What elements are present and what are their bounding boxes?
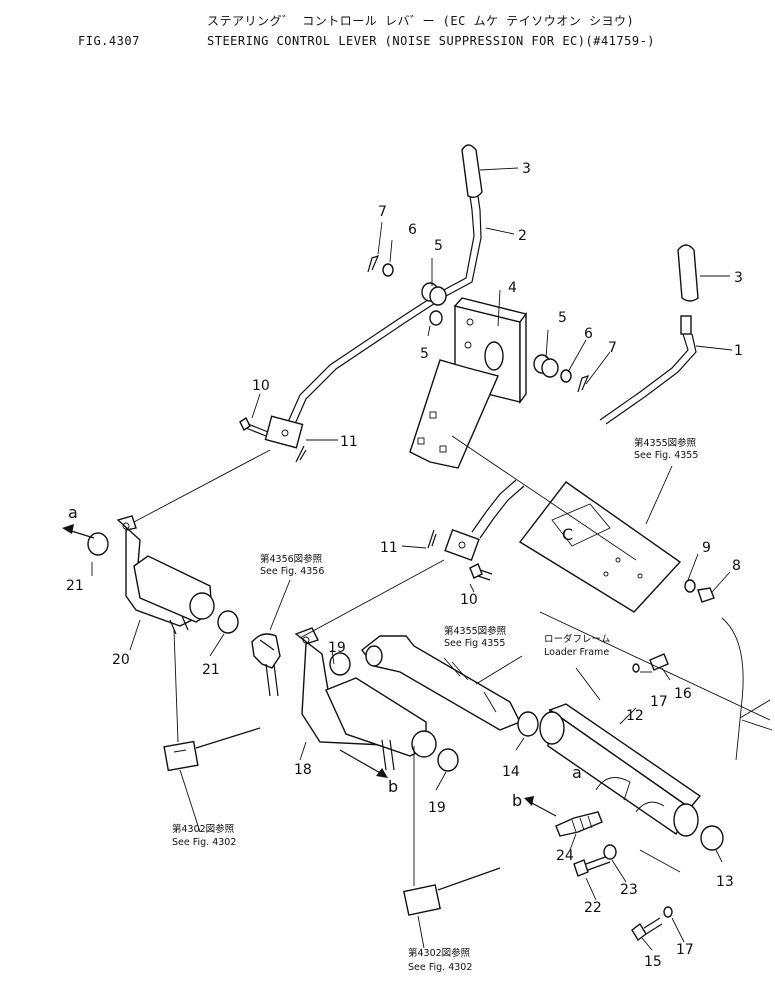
svg-text:C: C bbox=[562, 525, 573, 544]
ref-4355-top-jp: 第4355図参照 bbox=[634, 437, 697, 449]
label-1: 1 bbox=[734, 343, 743, 359]
label-19-bottom: 19 bbox=[428, 800, 446, 816]
nut-23 bbox=[603, 844, 617, 860]
label-22: 22 bbox=[584, 900, 602, 916]
loader-frame-jp: ローダフレーム bbox=[544, 633, 610, 645]
label-15: 15 bbox=[644, 954, 662, 970]
letter-a-left: a bbox=[68, 503, 78, 522]
arrow-a-left bbox=[62, 524, 95, 539]
label-12: 12 bbox=[626, 708, 644, 724]
letter-b-center: b bbox=[388, 777, 398, 796]
leader-lines bbox=[91, 167, 733, 951]
bushing-21-left bbox=[87, 532, 109, 556]
label-23: 23 bbox=[620, 882, 638, 898]
ref-4302-bottom-jp: 第4302図参照 bbox=[408, 947, 471, 959]
pin-lower bbox=[427, 529, 437, 549]
loader-frame-en: Loader Frame bbox=[544, 647, 609, 658]
figure-number: FIG.4307 bbox=[78, 34, 140, 48]
label-8: 8 bbox=[732, 558, 741, 574]
label-13: 13 bbox=[716, 874, 734, 890]
label-4: 4 bbox=[508, 280, 517, 296]
label-2: 2 bbox=[518, 228, 527, 244]
label-24: 24 bbox=[556, 848, 574, 864]
arrow-b-right bbox=[524, 796, 557, 817]
label-10-a: 10 bbox=[252, 378, 270, 394]
bolt-lower bbox=[469, 563, 493, 581]
crank-arm-left bbox=[116, 515, 215, 635]
bolt-15 bbox=[631, 922, 647, 942]
ref-4302-left-jp: 第4302図参照 bbox=[172, 823, 235, 835]
label-19-top: 19 bbox=[328, 640, 346, 656]
ref-4355-mid-en: See Fig 4355 bbox=[444, 638, 505, 649]
arrow-letters: a a b b bbox=[68, 503, 582, 810]
label-10-b: 10 bbox=[460, 592, 478, 608]
label-7-b: 7 bbox=[608, 340, 617, 356]
label-3-right: 3 bbox=[734, 270, 743, 286]
crank-arm-center bbox=[294, 627, 437, 771]
ref-4302-left-en: See Fig. 4302 bbox=[172, 837, 236, 848]
letter-a-right: a bbox=[572, 763, 582, 782]
bushings-upper-left bbox=[367, 255, 447, 326]
label-17-upper: 17 bbox=[650, 694, 668, 710]
label-14: 14 bbox=[502, 764, 520, 780]
label-17-lower: 17 bbox=[676, 942, 694, 958]
label-18: 18 bbox=[294, 762, 312, 778]
label-20: 20 bbox=[112, 652, 130, 668]
label-5-c: 5 bbox=[558, 310, 567, 326]
bushing-19-right bbox=[437, 748, 459, 772]
label-5-a: 5 bbox=[434, 238, 443, 254]
label-7-a: 7 bbox=[378, 204, 387, 220]
label-6-a: 6 bbox=[408, 222, 417, 238]
label-16: 16 bbox=[674, 686, 692, 702]
label-11-a: 11 bbox=[340, 434, 358, 450]
mounting-plate bbox=[409, 297, 528, 469]
spring-24 bbox=[555, 811, 603, 837]
ref-4302-bottom-en: See Fig. 4302 bbox=[408, 962, 472, 973]
bolt-8 bbox=[697, 587, 715, 603]
arrow-b-center bbox=[339, 749, 388, 778]
loader-frame-outline bbox=[539, 611, 771, 721]
bushing-21-right bbox=[217, 610, 239, 634]
bolt-22 bbox=[573, 859, 589, 877]
label-5-b: 5 bbox=[420, 346, 429, 362]
pin-upper bbox=[295, 445, 307, 463]
label-3-top: 3 bbox=[522, 161, 531, 177]
bushing-14 bbox=[517, 711, 539, 737]
bolt-upper bbox=[239, 416, 269, 437]
washer-17-upper bbox=[632, 663, 640, 673]
steering-lever-upper bbox=[264, 144, 483, 449]
label-21-left: 21 bbox=[66, 578, 84, 594]
label-6-b: 6 bbox=[584, 326, 593, 342]
bushing-19-left bbox=[329, 652, 351, 676]
bushings-upper-right bbox=[533, 354, 590, 393]
reference-notes: 第4355図参照 See Fig. 4355 第4356図参照 See Fig.… bbox=[172, 437, 698, 973]
shaft-ref bbox=[361, 635, 521, 731]
steering-lever-right bbox=[444, 244, 699, 562]
ref-4356-en: See Fig. 4356 bbox=[260, 566, 324, 577]
washer-17-lower bbox=[663, 906, 673, 918]
figure-title: STEERING CONTROL LEVER (NOISE SUPPRESSIO… bbox=[207, 34, 656, 48]
label-21-right: 21 bbox=[202, 662, 220, 678]
letter-b-right: b bbox=[512, 791, 522, 810]
part-numbers: 3 2 3 1 4 5 5 5 6 6 7 7 10 11 11 10 9 8 … bbox=[66, 161, 743, 970]
label-11-b: 11 bbox=[380, 540, 398, 556]
label-9: 9 bbox=[702, 540, 711, 556]
clamp-ref bbox=[251, 633, 281, 697]
ref-4356-jp: 第4356図参照 bbox=[260, 553, 323, 565]
connector-left bbox=[163, 727, 261, 772]
bushing-13 bbox=[700, 825, 724, 851]
washer-9 bbox=[684, 579, 696, 593]
ref-4355-mid-jp: 第4355図参照 bbox=[444, 625, 507, 637]
ref-4355-top-en: See Fig. 4355 bbox=[634, 450, 698, 461]
connector-bottom bbox=[403, 867, 501, 916]
japanese-title: ステアリング゛ コントロール レバ゛ー (EC ムケ テイソウオン シヨウ) bbox=[207, 14, 635, 28]
frame-bracket bbox=[539, 703, 702, 837]
